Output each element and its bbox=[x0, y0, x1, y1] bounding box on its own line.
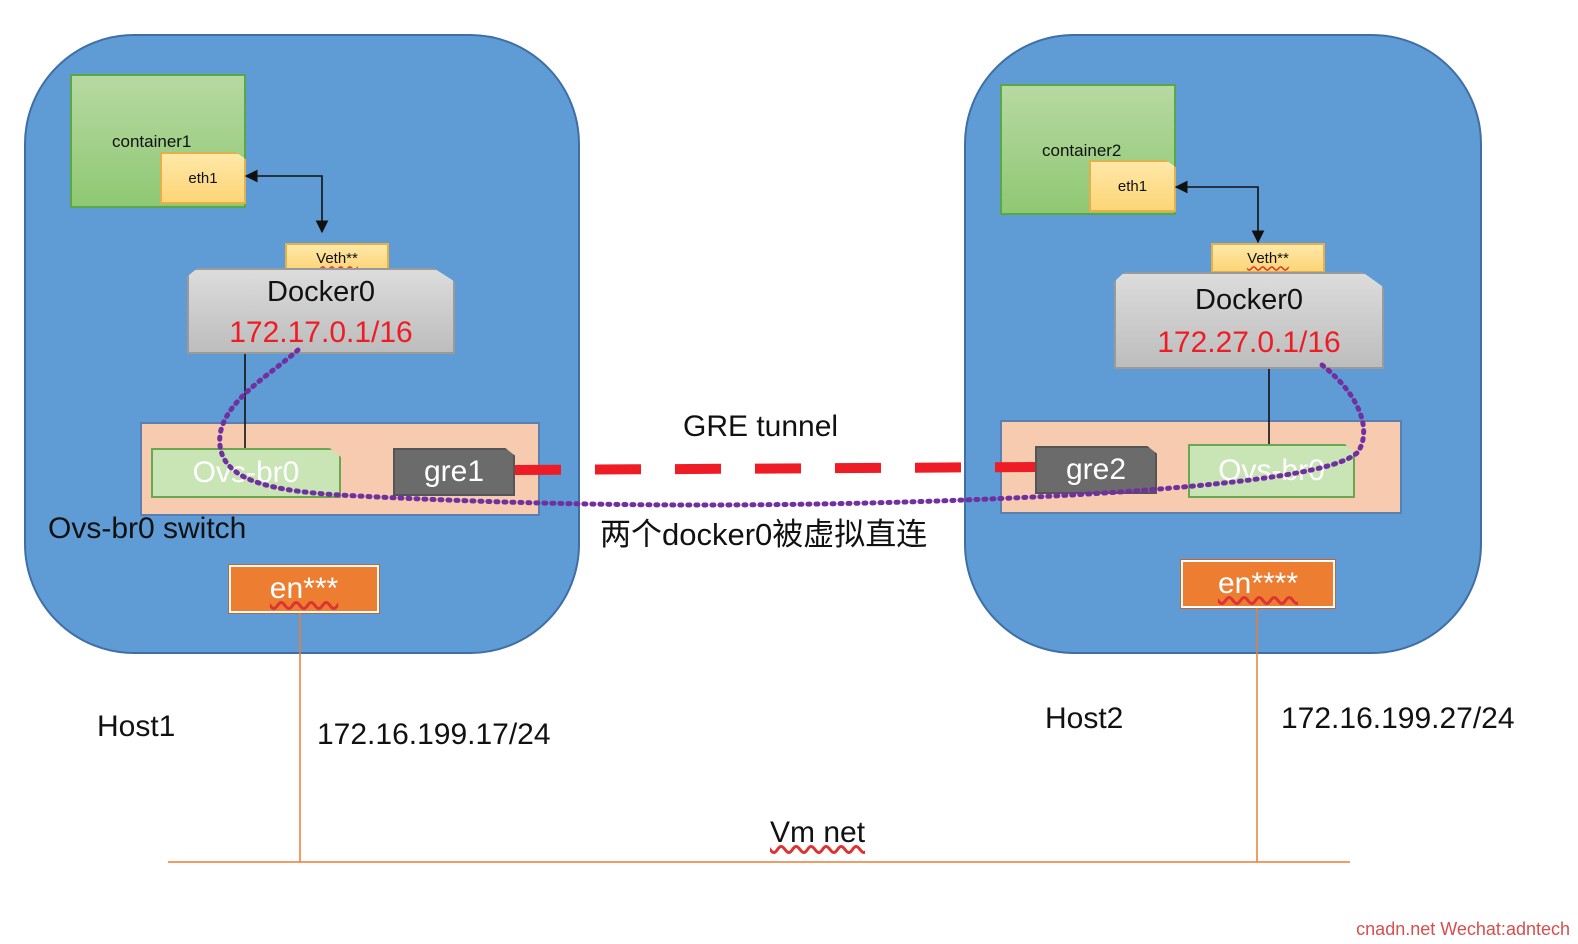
host1-docker0-title: Docker0 bbox=[267, 276, 375, 308]
host1-nic-ip: 172.16.199.17/24 bbox=[317, 718, 551, 751]
virtual-direct-link bbox=[217, 347, 1367, 508]
host1-docker0-ip: 172.17.0.1/16 bbox=[229, 316, 413, 349]
direct-link-label: 两个docker0被虚拟直连 bbox=[600, 517, 928, 552]
container1-label: container1 bbox=[112, 132, 192, 151]
host1-label: Host1 bbox=[97, 710, 176, 743]
host1-nic: en*** bbox=[228, 564, 380, 614]
host1-ovs-br0: Ovs-br0 bbox=[151, 448, 341, 498]
host1-eth-veth-arrow bbox=[244, 169, 329, 234]
host1-nic-label: en*** bbox=[269, 572, 339, 605]
host1-switch-label: Ovs-br0 switch bbox=[48, 512, 247, 545]
host2-nic: en**** bbox=[1180, 559, 1336, 609]
host1-gre1: gre1 bbox=[393, 448, 515, 496]
host2-label: Host2 bbox=[1045, 702, 1124, 735]
container2-label: container2 bbox=[1042, 141, 1122, 160]
watermark: cnadn.net Wechat:adntech bbox=[1356, 919, 1570, 939]
host2-eth-veth-arrow bbox=[1174, 180, 1265, 244]
vm-net-label: Vm net bbox=[770, 816, 865, 850]
gre-tunnel-line bbox=[514, 462, 1036, 475]
host2-docker0: Docker0 172.27.0.1/16 bbox=[1114, 272, 1384, 369]
host2-nic-ip: 172.16.199.27/24 bbox=[1281, 702, 1515, 735]
host1-docker0: Docker0 172.17.0.1/16 bbox=[187, 268, 455, 354]
host1-veth-label: Veth** bbox=[316, 249, 358, 267]
host2-ovs-br0: Ovs-br0 bbox=[1188, 444, 1355, 498]
host2-nic-label: en**** bbox=[1217, 567, 1299, 600]
vm-net-label-text: Vm net bbox=[770, 816, 866, 849]
gre-tunnel-label: GRE tunnel bbox=[683, 410, 839, 443]
host2-veth-label: Veth** bbox=[1247, 249, 1289, 267]
host2-veth: Veth** bbox=[1211, 243, 1325, 273]
host2-docker0-title: Docker0 bbox=[1195, 284, 1303, 316]
host2-docker0-ip: 172.27.0.1/16 bbox=[1157, 326, 1341, 359]
host2-eth1: eth1 bbox=[1089, 160, 1176, 212]
